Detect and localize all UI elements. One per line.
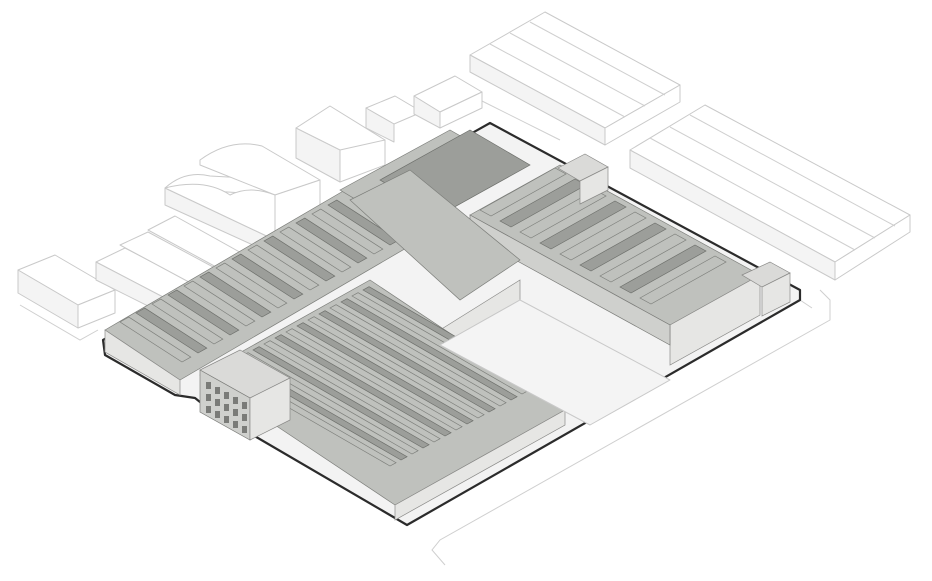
office-window xyxy=(224,404,229,411)
sawtooth-roof-ridge xyxy=(151,298,224,345)
sawtooth-roof-ridge xyxy=(215,262,288,309)
office-window xyxy=(224,392,229,399)
road-edge-east xyxy=(431,289,831,566)
sawtooth-roof-ridge xyxy=(579,222,667,272)
sawtooth-roof-ridge xyxy=(263,340,441,443)
sawtooth-roof-ridge xyxy=(247,244,320,291)
sawtooth-roof-ridge xyxy=(252,346,430,449)
context-building-sawtooth-east xyxy=(629,104,911,281)
sawtooth-roof-ridge xyxy=(183,280,256,327)
sawtooth-roof-ridge xyxy=(329,304,507,407)
sawtooth-roof-ridge xyxy=(318,310,496,413)
road-edge-main xyxy=(479,99,561,141)
sawtooth-roof-ridge xyxy=(167,289,240,336)
left-sawtooth-wing xyxy=(104,189,421,396)
office-window xyxy=(242,426,247,433)
office-window xyxy=(206,382,211,389)
sawtooth-roof-ridge xyxy=(639,255,727,305)
context-buildings xyxy=(17,11,911,329)
sawtooth-roof-ridge xyxy=(295,217,368,264)
sawtooth-roof-ridge xyxy=(559,211,647,261)
office-window xyxy=(242,402,247,409)
sawtooth-roof-ridge xyxy=(285,328,463,431)
office-window xyxy=(242,414,247,421)
sawtooth-roof-ridge xyxy=(274,334,452,437)
office-window xyxy=(215,399,220,406)
office-window xyxy=(206,394,211,401)
office-window xyxy=(224,416,229,423)
sawtooth-roof-ridge xyxy=(340,298,518,401)
context-building-vaulted-hall xyxy=(164,143,321,256)
sawtooth-roof-ridge xyxy=(119,316,192,363)
sawtooth-roof-ridge xyxy=(199,271,272,318)
road-edge-inner xyxy=(799,299,813,309)
street-lines xyxy=(19,99,831,566)
road-edge-north xyxy=(19,304,99,341)
site-buildings xyxy=(104,129,791,521)
context-building-twin-blocks xyxy=(365,75,483,143)
context-building-gabled-house xyxy=(295,105,386,183)
office-window xyxy=(215,411,220,418)
sawtooth-roof-ridge xyxy=(311,208,384,255)
office-window xyxy=(233,397,238,404)
sawtooth-roof-ridge xyxy=(307,316,485,419)
central-courtyard xyxy=(439,299,671,426)
office-window xyxy=(206,406,211,413)
sawtooth-roof-ridge xyxy=(539,200,627,250)
context-building-sawtooth-north xyxy=(469,11,681,146)
sawtooth-roof-ridge xyxy=(231,253,304,300)
context-building-small-left xyxy=(17,254,116,329)
sawtooth-roof-ridge xyxy=(296,322,474,425)
front-office-block xyxy=(199,349,291,441)
sawtooth-roof-ridge xyxy=(135,307,208,354)
sawtooth-roof-ridge xyxy=(619,244,707,294)
office-window xyxy=(215,387,220,394)
right-sawtooth-hall xyxy=(469,164,761,366)
sawtooth-roof-ridge xyxy=(279,226,352,273)
office-window xyxy=(233,409,238,416)
office-window xyxy=(233,421,238,428)
corner-towers xyxy=(557,153,791,317)
sawtooth-roof-ridge xyxy=(599,233,687,283)
sawtooth-roof-ridge xyxy=(479,167,567,217)
sawtooth-roof-ridge xyxy=(263,235,336,282)
